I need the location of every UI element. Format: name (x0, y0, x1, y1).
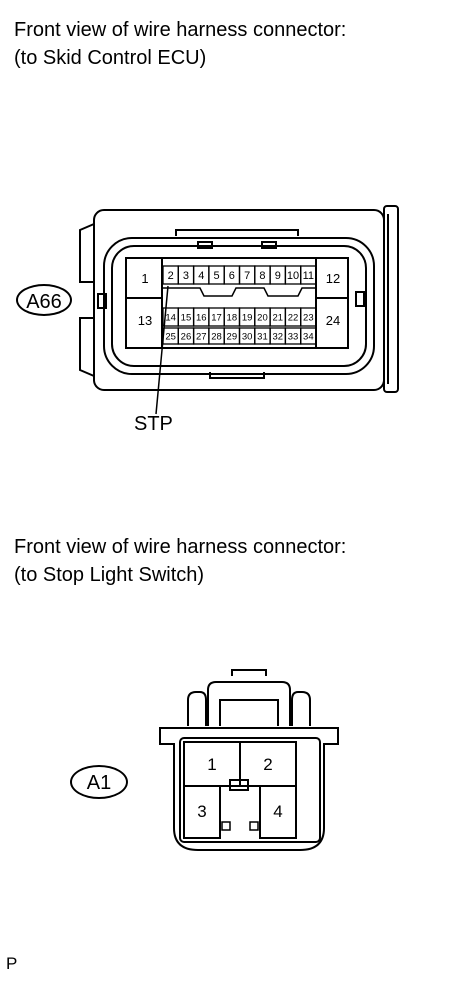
ecu-pin-number: 29 (227, 331, 238, 342)
ecu-caption-line1: Front view of wire harness connector: (14, 19, 347, 41)
ecu-pin-number: 34 (303, 331, 314, 342)
switch-cell-4 (259, 785, 297, 839)
switch-pin-2: 2 (263, 755, 272, 774)
ecu-pin-number: 19 (242, 312, 253, 323)
ecu-pin-number: 11 (303, 270, 314, 282)
ecu-pin-number: 33 (288, 331, 299, 342)
ecu-top-slot-a (197, 241, 213, 249)
ecu-right-nub (355, 291, 365, 307)
ecu-connector-code: A66 (16, 284, 72, 316)
ecu-pin-number: 3 (183, 270, 189, 282)
ecu-pin-number: 28 (211, 331, 222, 342)
ecu-pin-number: 23 (303, 312, 314, 323)
ecu-left-tab-lower (79, 317, 95, 377)
ecu-pin-number: 5 (213, 270, 219, 282)
ecu-pin-number: 16 (196, 312, 207, 323)
ecu-pin-number: 27 (196, 331, 207, 342)
ecu-connector-caption: Front view of wire harness connector: (t… (14, 16, 346, 72)
ecu-pin-number: 14 (165, 312, 176, 323)
ecu-pin-number: 21 (272, 312, 283, 323)
ecu-pin-cell (300, 327, 317, 345)
ecu-pin-24: 24 (326, 313, 340, 328)
switch-top-cap (231, 669, 267, 676)
ecu-pin-number: 2 (168, 270, 174, 282)
ecu-pin-number: 25 (165, 331, 176, 342)
switch-housing (159, 727, 339, 851)
ecu-pin-number: 30 (242, 331, 253, 342)
switch-left-rib (187, 691, 207, 726)
stp-terminal-label: STP (134, 413, 173, 435)
ecu-pin-number: 18 (227, 312, 238, 323)
ecu-left-nub (97, 293, 107, 309)
switch-caption-line2: (to Stop Light Switch) (14, 564, 205, 586)
ecu-top-slot-b (261, 241, 277, 249)
switch-connector (159, 669, 339, 851)
ecu-pin-number: 17 (211, 312, 222, 323)
ecu-pin-number: 4 (198, 270, 204, 282)
ecu-pin-number: 26 (181, 331, 192, 342)
switch-latch-outer (207, 681, 291, 726)
ecu-left-tab-upper (79, 223, 95, 283)
ecu-pin-cell (300, 307, 317, 327)
ecu-pin-number: 20 (257, 312, 268, 323)
ecu-pin-1: 1 (141, 271, 148, 286)
ecu-lock-bar (383, 205, 399, 393)
switch-caption-line1: Front view of wire harness connector: (14, 536, 347, 558)
ecu-pin-number: 6 (229, 270, 235, 282)
ecu-pin-13: 13 (138, 313, 152, 328)
ecu-pin-number: 22 (288, 312, 299, 323)
ecu-pin-number: 15 (181, 312, 192, 323)
ecu-inner-shell (103, 237, 375, 375)
ecu-pin-number: 8 (259, 270, 265, 282)
ecu-inner-shell-2 (111, 245, 367, 367)
switch-connector-code: A1 (70, 765, 128, 799)
ecu-pin-number: 10 (287, 270, 299, 282)
ecu-caption-line2: (to Skid Control ECU) (14, 47, 207, 69)
ecu-pin-number: 31 (257, 331, 268, 342)
ecu-bottom-latch (209, 372, 265, 379)
footer-mark: P (6, 954, 18, 973)
ecu-connector (79, 205, 399, 393)
ecu-terminal-field (125, 257, 349, 349)
switch-pin-4: 4 (273, 802, 282, 821)
switch-cell-3 (183, 785, 221, 839)
switch-connector-caption: Front view of wire harness connector: (t… (14, 533, 346, 589)
stp-pointer-line (155, 285, 169, 415)
ecu-pin-grid (162, 265, 317, 345)
ecu-pin-number: 9 (275, 270, 281, 282)
ecu-top-latch (175, 229, 299, 236)
ecu-pin-cell (300, 265, 317, 285)
ecu-pin-number: 7 (244, 270, 250, 282)
switch-latch-inner (219, 699, 279, 726)
switch-pin-3: 3 (197, 802, 206, 821)
switch-right-rib (291, 691, 311, 726)
ecu-pin-number: 32 (272, 331, 283, 342)
switch-pin-1: 1 (207, 755, 216, 774)
switch-center-key (229, 779, 249, 791)
switch-inner-frame (179, 737, 321, 843)
ecu-pin-12: 12 (326, 271, 340, 286)
